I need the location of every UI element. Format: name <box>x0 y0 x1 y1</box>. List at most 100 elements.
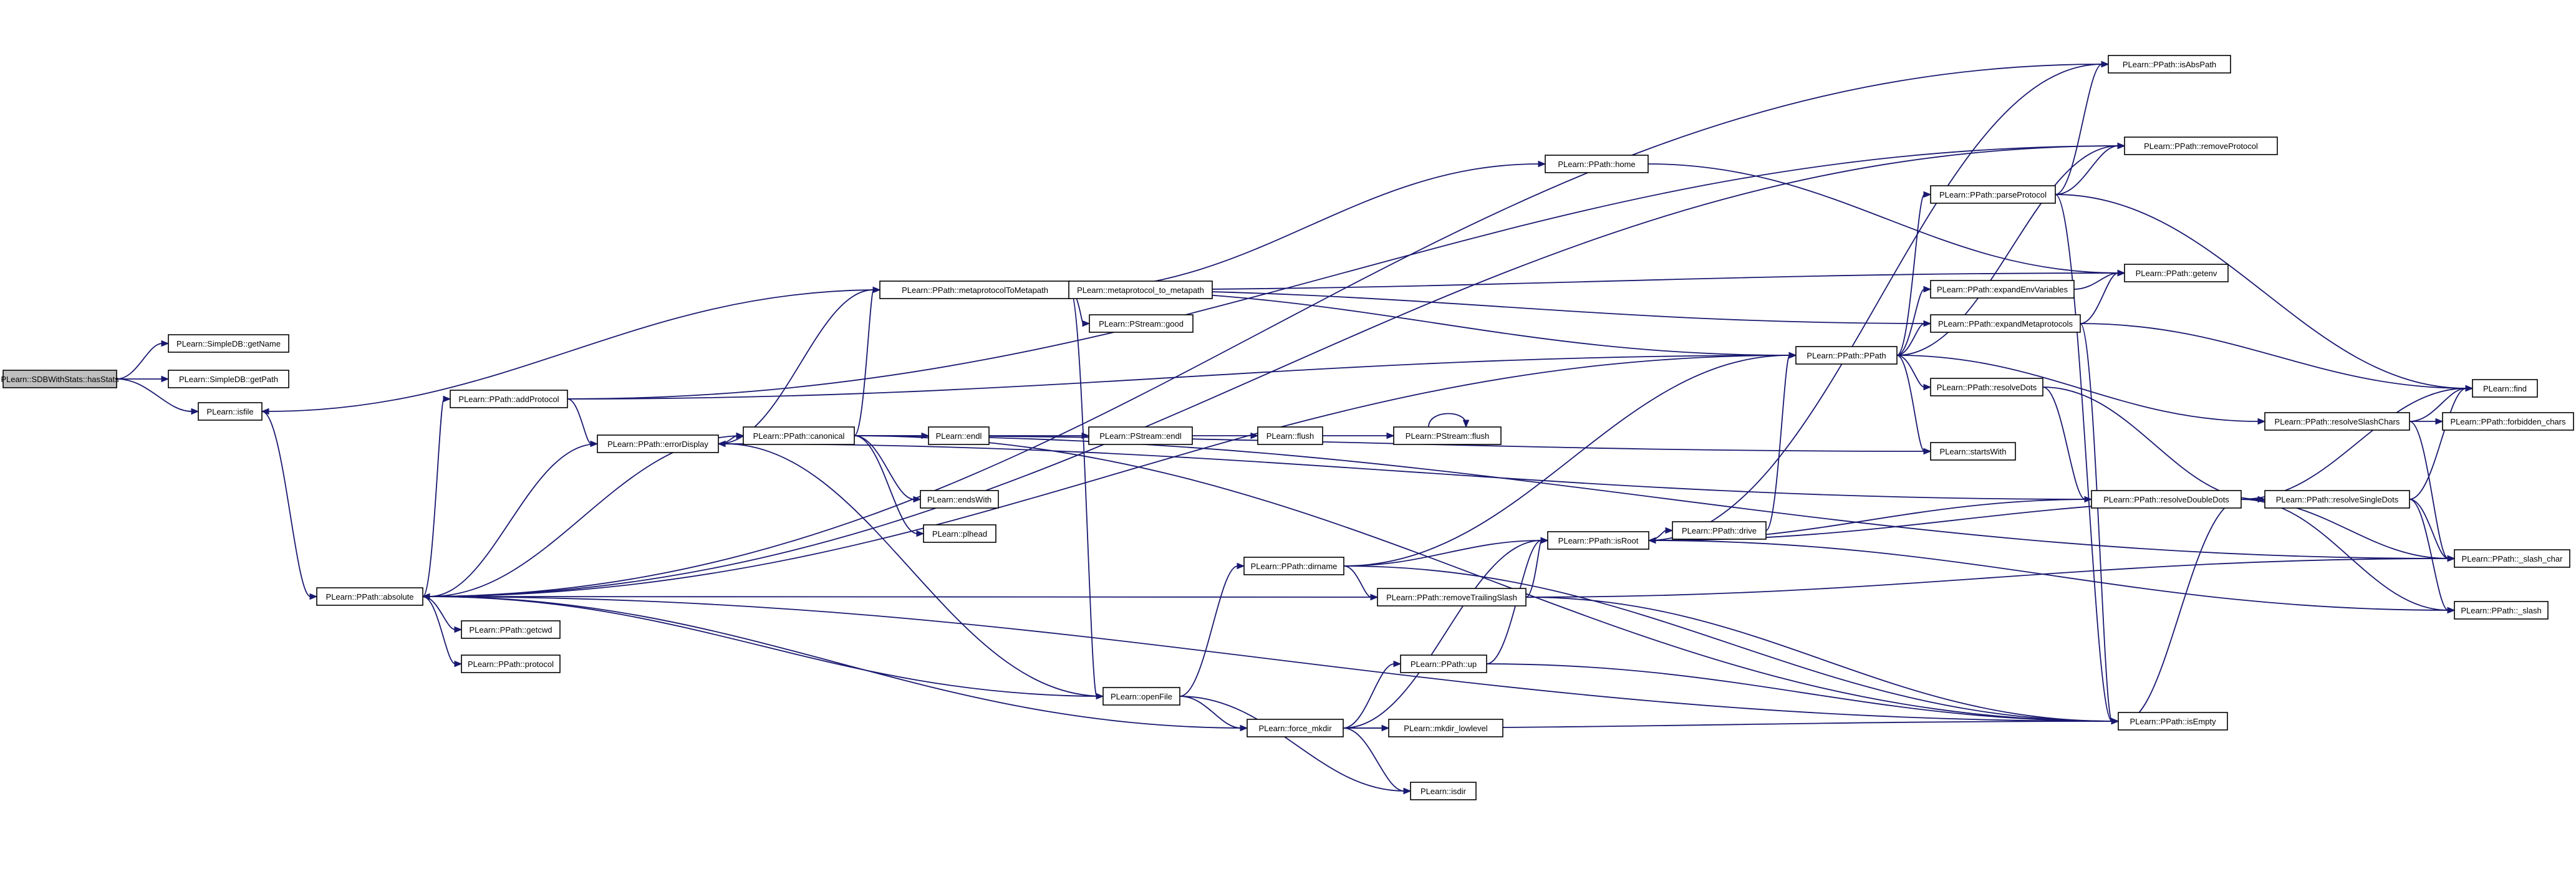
node-isAbsPath[interactable]: PLearn::PPath::isAbsPath <box>2108 55 2231 74</box>
edge-line <box>1896 323 1925 356</box>
node-resolveDots[interactable]: PLearn::PPath::resolveDots <box>1930 378 2043 396</box>
edge-line <box>116 378 193 412</box>
edge-line <box>718 289 874 444</box>
node-resolveDoubleDots[interactable]: PLearn::PPath::resolveDoubleDots <box>2091 490 2242 509</box>
node-slash[interactable]: PLearn::PPath::_slash <box>2454 601 2549 620</box>
node-addProtocol[interactable]: PLearn::PPath::addProtocol <box>450 390 568 408</box>
edge-flush-to-pflush <box>1323 432 1395 439</box>
node-expandEnvVariables[interactable]: PLearn::PPath::expandEnvVariables <box>1930 280 2075 299</box>
node-force_mkdir[interactable]: PLearn::force_mkdir <box>1247 719 1344 737</box>
arrowhead <box>1923 383 1932 391</box>
node-isdir[interactable]: PLearn::isdir <box>1410 782 1477 800</box>
edge-errorDisplay-to-metaprotocolToMetapath <box>718 286 881 444</box>
node-box <box>879 281 1071 299</box>
edge-pflush-to-pflush <box>1428 413 1470 428</box>
arrowhead <box>1393 660 1402 668</box>
edge-resolveSingleDots-to-slash_char <box>2409 499 2456 562</box>
node-getenv[interactable]: PLearn::PPath::getenv <box>2124 264 2229 282</box>
arrowhead <box>1538 160 1546 168</box>
edge-line <box>1765 355 1790 531</box>
node-expandMetaprotocols[interactable]: PLearn::PPath::expandMetaprotocols <box>1930 314 2081 333</box>
node-isfile[interactable]: PLearn::isfile <box>198 402 263 421</box>
node-label: PLearn::PStream::endl <box>1099 431 1182 441</box>
node-box <box>597 434 719 453</box>
edge-openFile-to-isdir <box>1179 696 1412 795</box>
node-box <box>2 370 117 388</box>
edge-line <box>854 435 918 534</box>
node-dirname[interactable]: PLearn::PPath::dirname <box>1243 557 1344 575</box>
edge-parseProtocol-to-find <box>2055 194 2474 392</box>
node-home[interactable]: PLearn::PPath::home <box>1545 155 1649 173</box>
arrowhead <box>161 340 170 347</box>
node-startsWith[interactable]: PLearn::startsWith <box>1930 442 2016 461</box>
node-mkdir_lowlevel[interactable]: PLearn::mkdir_lowlevel <box>1388 719 1503 737</box>
node-flush[interactable]: PLearn::flush <box>1257 426 1323 445</box>
node-box <box>1930 314 2081 333</box>
arrowhead <box>2435 418 2444 425</box>
node-plhead[interactable]: PLearn::plhead <box>923 524 996 543</box>
node-getPath[interactable]: PLearn::SimpleDB::getPath <box>168 370 289 388</box>
node-box <box>461 655 561 673</box>
node-good[interactable]: PLearn::PStream::good <box>1089 314 1194 333</box>
node-label: PLearn::PPath::errorDisplay <box>607 439 708 449</box>
node-drive[interactable]: PLearn::PPath::drive <box>1672 521 1767 540</box>
node-metaprotocol_to_metapath[interactable]: PLearn::metaprotocol_to_metapath <box>1068 281 1213 299</box>
node-box <box>2454 601 2549 620</box>
node-label: PLearn::PPath::dirname <box>1251 562 1338 571</box>
node-box <box>1672 521 1767 540</box>
node-box <box>461 620 561 639</box>
node-removeProtocol[interactable]: PLearn::PPath::removeProtocol <box>2124 137 2278 155</box>
node-label: PLearn::PPath::addProtocol <box>458 395 559 404</box>
edge-line <box>422 145 2119 597</box>
node-box <box>1400 655 1487 673</box>
node-endsWith[interactable]: PLearn::endsWith <box>920 490 999 509</box>
node-parseProtocol[interactable]: PLearn::PPath::parseProtocol <box>1930 185 2056 204</box>
node-pendl[interactable]: PLearn::PStream::endl <box>1088 426 1193 445</box>
node-openFile[interactable]: PLearn::openFile <box>1102 687 1180 706</box>
node-resolveSingleDots[interactable]: PLearn::PPath::resolveSingleDots <box>2264 490 2410 509</box>
node-metaprotocolToMetapath[interactable]: PLearn::PPath::metaprotocolToMetapath <box>879 281 1071 299</box>
node-endl[interactable]: PLearn::endl <box>928 426 990 445</box>
node-absolute[interactable]: PLearn::PPath::absolute <box>316 587 423 606</box>
edge-line <box>2055 194 2467 389</box>
node-label: PLearn::PPath::resolveSlashChars <box>2275 417 2400 426</box>
edge-line <box>428 435 744 597</box>
node-pflush[interactable]: PLearn::PStream::flush <box>1393 426 1502 445</box>
edge-force_mkdir-to-up <box>1343 660 1402 729</box>
edge-line <box>422 355 1790 597</box>
node-find[interactable]: PLearn::find <box>2472 379 2538 398</box>
node-up[interactable]: PLearn::PPath::up <box>1400 655 1487 673</box>
node-protocol[interactable]: PLearn::PPath::protocol <box>461 655 561 673</box>
node-isEmpty[interactable]: PLearn::PPath::isEmpty <box>2118 712 2228 731</box>
arrowhead <box>1647 537 1656 544</box>
edge-line <box>1525 597 2113 722</box>
node-canonical[interactable]: PLearn::PPath::canonical <box>743 426 855 445</box>
node-root[interactable]: PLearn::SDBWithStats::hasStats <box>1 370 119 388</box>
node-label: PLearn::mkdir_lowlevel <box>1404 724 1488 733</box>
node-box <box>2091 490 2242 509</box>
arrowhead <box>454 626 463 633</box>
arrowhead <box>2465 385 2474 392</box>
edge-line <box>1343 540 1542 567</box>
edge-line <box>1179 696 1405 792</box>
node-slash_char[interactable]: PLearn::PPath::_slash_char <box>2454 549 2570 568</box>
edge-metaprotocolToMetapath-to-home <box>1069 160 1546 290</box>
node-forbidden_chars[interactable]: PLearn::PPath::forbidden_chars <box>2442 412 2574 431</box>
edge-absolute-to-addProtocol <box>422 395 451 597</box>
node-getName[interactable]: PLearn::SimpleDB::getName <box>168 334 289 353</box>
edge-canonical-to-plhead <box>854 435 925 537</box>
arrowhead <box>2111 717 2120 725</box>
arrowhead <box>161 375 170 383</box>
node-resolveSlashChars[interactable]: PLearn::PPath::resolveSlashChars <box>2264 412 2410 431</box>
node-removeTrailingSlash[interactable]: PLearn::PPath::removeTrailingSlash <box>1377 588 1527 607</box>
arrowhead <box>1788 352 1797 359</box>
node-PPath[interactable]: PLearn::PPath::PPath <box>1795 346 1898 365</box>
node-errorDisplay[interactable]: PLearn::PPath::errorDisplay <box>597 434 719 453</box>
node-isRoot[interactable]: PLearn::PPath::isRoot <box>1547 531 1649 550</box>
node-label: PLearn::PPath::canonical <box>753 431 845 441</box>
node-box <box>1410 782 1477 800</box>
node-label: PLearn::PStream::good <box>1099 319 1184 329</box>
edge-line <box>724 443 2092 500</box>
node-label: PLearn::PPath::parseProtocol <box>1939 190 2047 199</box>
node-getcwd[interactable]: PLearn::PPath::getcwd <box>461 620 561 639</box>
